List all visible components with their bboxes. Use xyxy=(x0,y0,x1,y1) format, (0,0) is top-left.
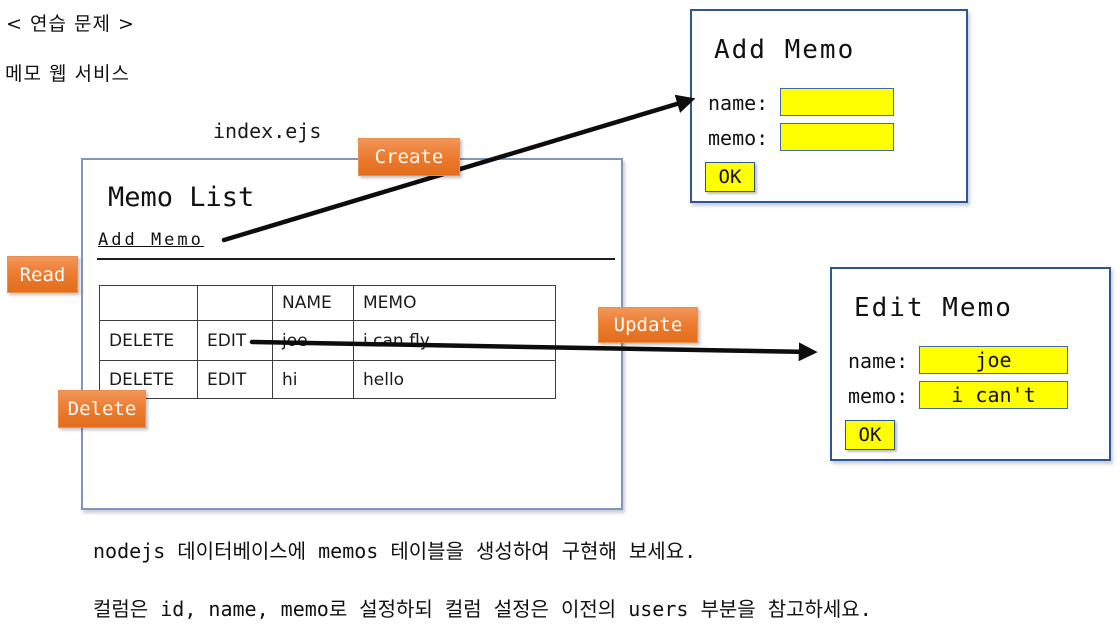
delete-link[interactable]: DELETE xyxy=(99,320,198,361)
memo-input[interactable] xyxy=(780,123,894,151)
memo-field-label: memo: xyxy=(848,384,909,408)
name-input[interactable] xyxy=(780,88,894,116)
footer-instruction-2: 컬럼은 id, name, memo로 설정하되 컬럼 설정은 이전의 user… xyxy=(93,597,872,621)
edit-memo-dialog: Edit Memo name: memo: OK xyxy=(830,267,1111,461)
add-memo-dialog: Add Memo name: memo: OK xyxy=(690,9,968,203)
memo-input[interactable] xyxy=(919,381,1068,409)
table-row: DELETE EDIT joe i can fly xyxy=(99,320,556,361)
update-label: Update xyxy=(598,307,698,343)
edit-link[interactable]: EDIT xyxy=(197,360,273,399)
header-cell-name: NAME xyxy=(272,285,354,321)
edit-memo-dialog-title: Edit Memo xyxy=(854,293,1013,323)
ok-button[interactable]: OK xyxy=(845,420,895,450)
delete-label: Delete xyxy=(58,390,146,428)
memo-cell: i can fly xyxy=(353,320,556,361)
memo-list-title: Memo List xyxy=(108,182,255,213)
page-subtitle: 메모 웹 서비스 xyxy=(5,63,130,85)
header-cell-edit xyxy=(197,285,273,321)
memo-field-label: memo: xyxy=(708,126,769,150)
add-memo-dialog-title: Add Memo xyxy=(714,35,856,65)
memo-cell: hello xyxy=(353,360,556,399)
page-title: < 연습 문제 > xyxy=(6,13,135,35)
read-label: Read xyxy=(7,256,78,293)
name-field-label: name: xyxy=(848,349,909,373)
index-ejs-label: index.ejs xyxy=(213,119,322,143)
table-row: DELETE EDIT hi hello xyxy=(99,360,556,399)
memo-list-panel: Memo List Add Memo NAME MEMO DELETE EDIT… xyxy=(81,158,623,510)
name-field-label: name: xyxy=(708,91,769,115)
memo-table: NAME MEMO DELETE EDIT joe i can fly DELE… xyxy=(99,285,556,399)
divider-rule xyxy=(97,258,615,260)
create-label: Create xyxy=(358,138,460,176)
ok-button[interactable]: OK xyxy=(705,162,755,192)
name-cell: hi xyxy=(272,360,354,399)
edit-link[interactable]: EDIT xyxy=(197,320,273,361)
add-memo-link[interactable]: Add Memo xyxy=(98,230,204,250)
header-cell-memo: MEMO xyxy=(353,285,556,321)
name-cell: joe xyxy=(272,320,354,361)
table-header-row: NAME MEMO xyxy=(99,285,556,321)
header-cell-delete xyxy=(99,285,198,321)
name-input[interactable] xyxy=(919,346,1068,374)
footer-instruction-1: nodejs 데이터베이스에 memos 테이블을 생성하여 구현해 보세요. xyxy=(93,539,697,563)
